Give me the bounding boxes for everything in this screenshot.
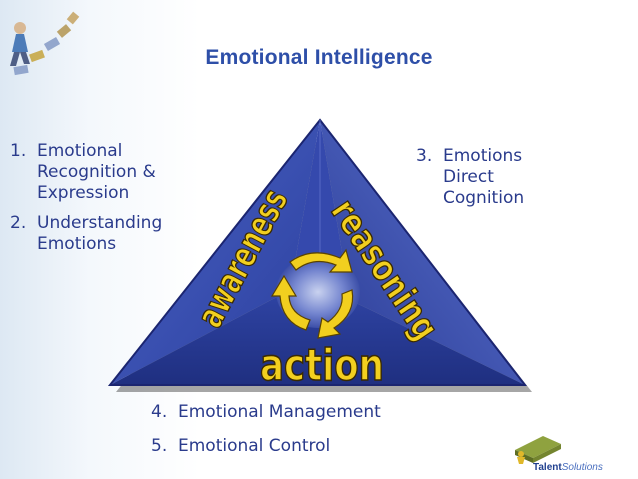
list-number: 3. [416,146,433,166]
right-list: 3. Emotions Direct Cognition [410,146,570,218]
list-item: 1. Emotional Recognition & Expression [4,141,219,204]
list-item: 4. Emotional Management [145,402,475,423]
list-item-line: Direct [443,167,494,187]
list-item-text: Emotional Control [178,436,331,456]
list-item-line: Emotions [443,146,523,166]
list-item-line: Emotions [37,234,117,254]
brand-name: TalentSolutions [533,462,603,473]
climber-logo-icon [10,11,80,76]
list-number: 2. [10,213,27,233]
left-list: 1. Emotional Recognition & Expression 2.… [4,141,219,264]
list-item-line: Cognition [443,188,525,208]
action-label: action [260,340,384,391]
list-item: 3. Emotions Direct Cognition [410,146,570,209]
list-item-text: Emotional Management [178,402,381,422]
talent-solutions-logo-icon [515,436,561,464]
list-item-line: Understanding [37,213,163,233]
list-item-line: Recognition & [37,162,156,182]
cycle-arrows-icon [270,248,354,339]
list-item-line: Expression [37,183,130,203]
list-number: 5. [151,436,168,456]
list-number: 4. [151,402,168,422]
list-number: 1. [10,141,27,161]
list-item: 2. Understanding Emotions [4,213,219,255]
list-item-line: Emotional [37,141,123,161]
slide-title: Emotional Intelligence [205,46,433,69]
list-item: 5. Emotional Control [145,436,475,457]
bottom-list: 4. Emotional Management 5. Emotional Con… [145,402,475,470]
